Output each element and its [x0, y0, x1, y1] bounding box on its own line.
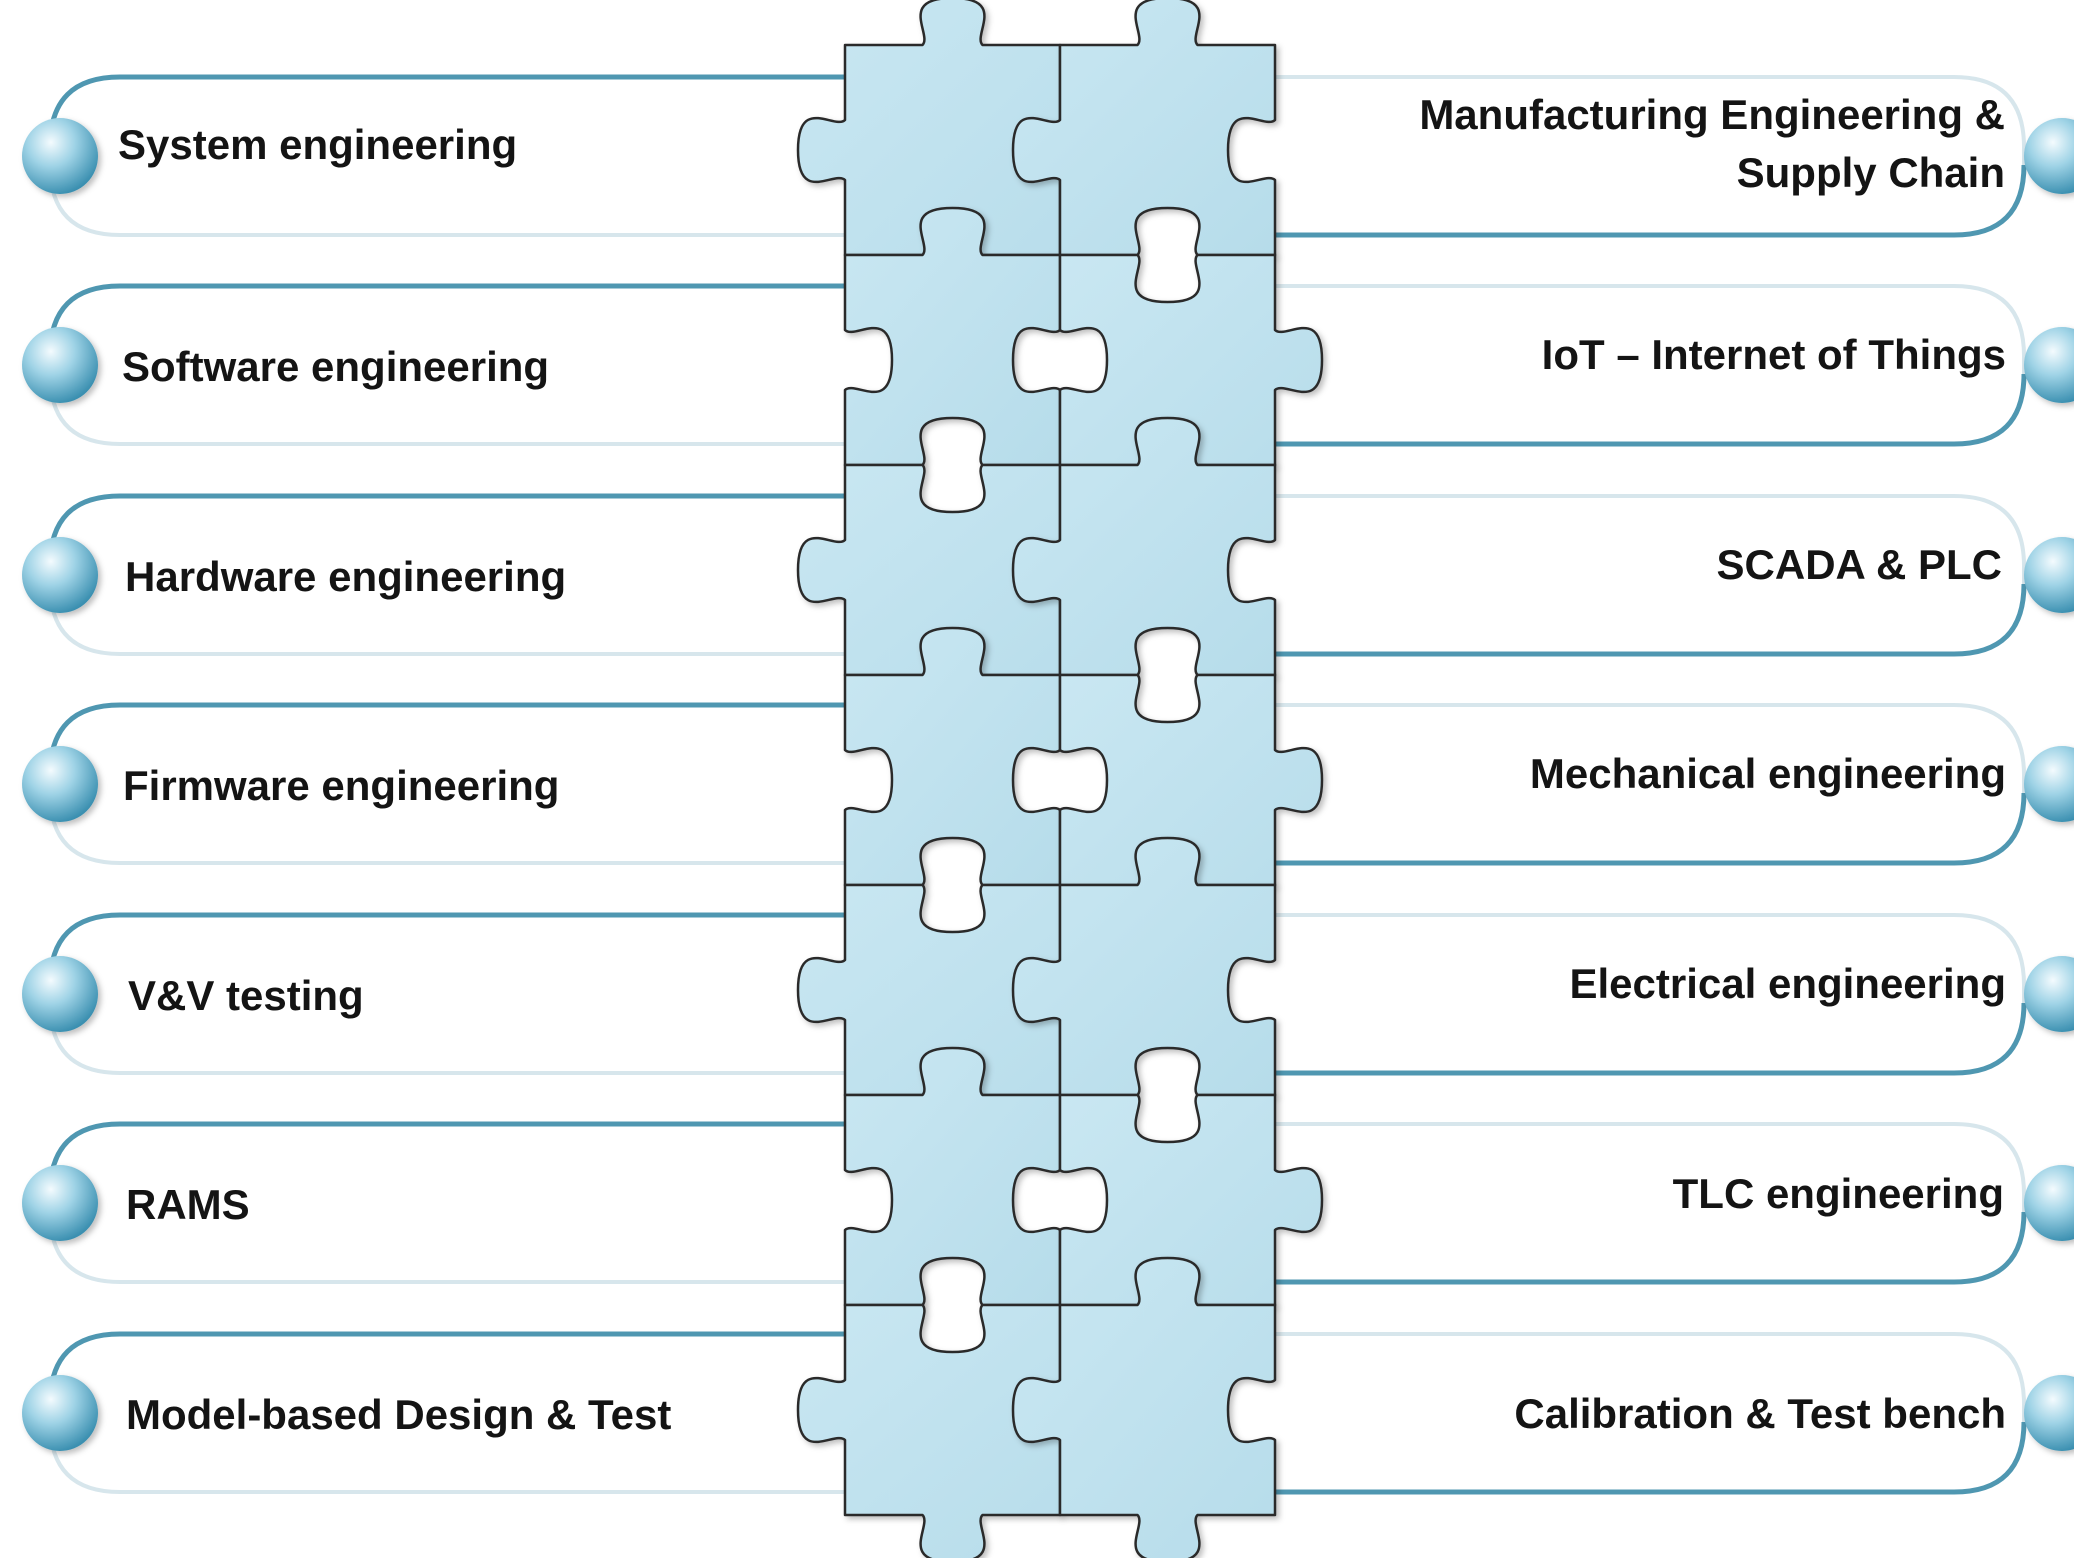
left-bullet-sphere-icon	[22, 537, 98, 613]
right-band-accent-1	[1200, 373, 2027, 447]
left-item-rams: RAMS	[126, 1181, 250, 1228]
left-item-hardware-engineering: Hardware engineering	[125, 553, 567, 600]
right-bullet-sphere-icon	[2024, 746, 2074, 822]
puzzle-piece-icon	[1011, 1256, 1277, 1563]
right-band-accent-2	[1200, 583, 2027, 657]
puzzle-column	[796, 0, 1324, 1563]
right-band-accent-4	[1200, 1002, 2027, 1076]
right-band-accent-3	[1200, 792, 2027, 866]
right-item-tlc-engineering: TLC engineering	[1672, 1170, 2004, 1217]
left-bullet-sphere-icon	[22, 327, 98, 403]
right-band-accent-0	[1200, 164, 2027, 238]
left-item-vv-testing: V&V testing	[128, 972, 364, 1019]
left-bullet-sphere-icon	[22, 118, 98, 194]
right-bullet-sphere-icon	[2024, 1375, 2074, 1451]
left-bullet-sphere-icon	[22, 956, 98, 1032]
right-bullet-sphere-icon	[2024, 537, 2074, 613]
right-item-iot: IoT – Internet of Things	[1541, 331, 2006, 378]
left-item-model-based-design-test: Model-based Design & Test	[126, 1391, 672, 1438]
right-bullet-sphere-icon	[2024, 956, 2074, 1032]
left-item-system-engineering: System engineering	[118, 121, 518, 168]
left-bullet-sphere-icon	[22, 1165, 98, 1241]
right-item-mechanical-engineering: Mechanical engineering	[1529, 750, 2006, 797]
right-bullet-sphere-icon	[2024, 118, 2074, 194]
right-bullet-sphere-icon	[2024, 1165, 2074, 1241]
left-bullet-sphere-icon	[22, 1375, 98, 1451]
left-item-software-engineering: Software engineering	[122, 343, 550, 390]
right-bullet-sphere-icon	[2024, 327, 2074, 403]
left-item-firmware-engineering: Firmware engineering	[123, 762, 560, 809]
right-band-accent-5	[1200, 1211, 2027, 1285]
right-item-calibration-test-bench: Calibration & Test bench	[1514, 1390, 2006, 1437]
right-item-electrical-engineering: Electrical engineering	[1569, 960, 2007, 1007]
left-bullet-sphere-icon	[22, 746, 98, 822]
right-item-manufacturing-engineering: Manufacturing Engineering & Supply Chain	[1419, 86, 2005, 202]
bullets-layer	[22, 118, 2074, 1451]
right-item-manufacturing-line1: Manufacturing Engineering &	[1419, 91, 2005, 138]
right-item-manufacturing-line2: Supply Chain	[1736, 149, 2005, 196]
right-band-accent-6	[1200, 1421, 2027, 1495]
right-item-scada-plc: SCADA & PLC	[1716, 541, 2002, 588]
